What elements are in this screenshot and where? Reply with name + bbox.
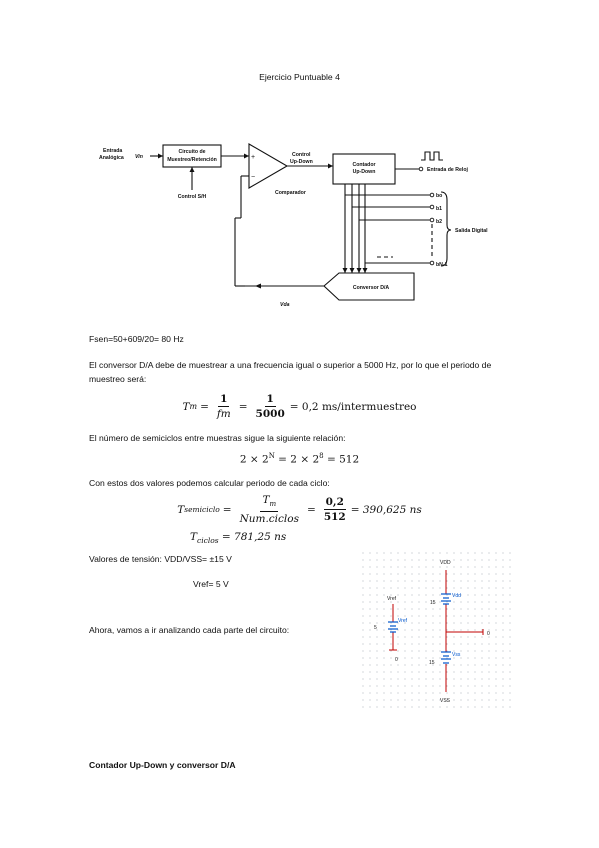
page-title: Ejercicio Puntuable 4 <box>259 72 340 82</box>
power-supply-schematic: VDD Vdd 15 Vref Vref 5 0 0 15 Vss VSS <box>362 552 512 710</box>
label-contador: Contador <box>352 162 375 168</box>
label-control: Control <box>292 152 311 158</box>
paragraph-muestreo: El conversor D/A debe de muestrear a una… <box>89 360 492 384</box>
section-heading: Contador Up-Down y conversor D/A <box>89 760 236 770</box>
sch-zero-left: 0 <box>395 657 398 663</box>
sch-vss-label: Vss <box>452 652 461 658</box>
sch-15-bot: 15 <box>429 660 435 666</box>
label-b0: bo <box>436 193 442 199</box>
label-b1: b1 <box>436 206 442 212</box>
label-updown: Up-Down <box>290 159 313 165</box>
sch-vdd-top: VDD <box>440 560 451 566</box>
label-entrada: Entrada <box>103 148 122 154</box>
block-diagram: Entrada Analógica Vin Circuito de Muestr… <box>99 143 488 308</box>
comparator-triangle <box>248 143 289 189</box>
label-b2: b2 <box>436 219 442 225</box>
comparator-plus: + <box>251 154 255 161</box>
label-salida-digital: Salida Digital <box>455 228 488 234</box>
sch-zero-right: 0 <box>487 631 490 637</box>
label-vda: Vda <box>280 302 290 308</box>
label-sh-1: Circuito de <box>178 149 205 155</box>
label-bn1: bN-1 <box>436 262 448 268</box>
fsen-text: Fsen=50+609/20= 80 Hz <box>89 334 184 344</box>
paragraph-semiciclos: El número de semiciclos entre muestras s… <box>89 433 346 443</box>
equation-tciclos: Tciclos = 781,25 ns <box>190 531 287 546</box>
tension-text: Valores de tensión: VDD/VSS= ±15 V <box>89 554 232 564</box>
label-comparador: Comparador <box>275 190 306 196</box>
paragraph-periodo: Con estos dos valores podemos calcular p… <box>89 478 330 488</box>
label-conversor: Conversor D/A <box>353 285 390 291</box>
label-entrada-reloj: Entrada de Reloj <box>427 167 468 173</box>
label-sh-2: Muestreo/Retención <box>167 157 217 163</box>
sch-15-top: 15 <box>430 600 436 606</box>
label-vin: Vin <box>135 154 143 160</box>
sch-vref-net: Vref <box>387 596 397 602</box>
sch-vref-label: Vref <box>398 618 408 624</box>
label-analogica: Analógica <box>99 155 124 161</box>
sch-vss-bot: VSS <box>440 698 451 704</box>
sch-vdd-label: Vdd <box>452 593 461 599</box>
label-contador-updown: Up-Down <box>353 169 376 175</box>
vref-text: Vref= 5 V <box>193 579 229 589</box>
comparator-minus: − <box>251 174 255 181</box>
dac-shape <box>323 272 415 301</box>
equation-512: 2 × 2N = 2 × 28 = 512 <box>239 452 360 466</box>
ahora-text: Ahora, vamos a ir analizando cada parte … <box>89 625 290 635</box>
label-control-sh: Control S/H <box>178 194 207 200</box>
sch-5: 5 <box>374 625 377 631</box>
